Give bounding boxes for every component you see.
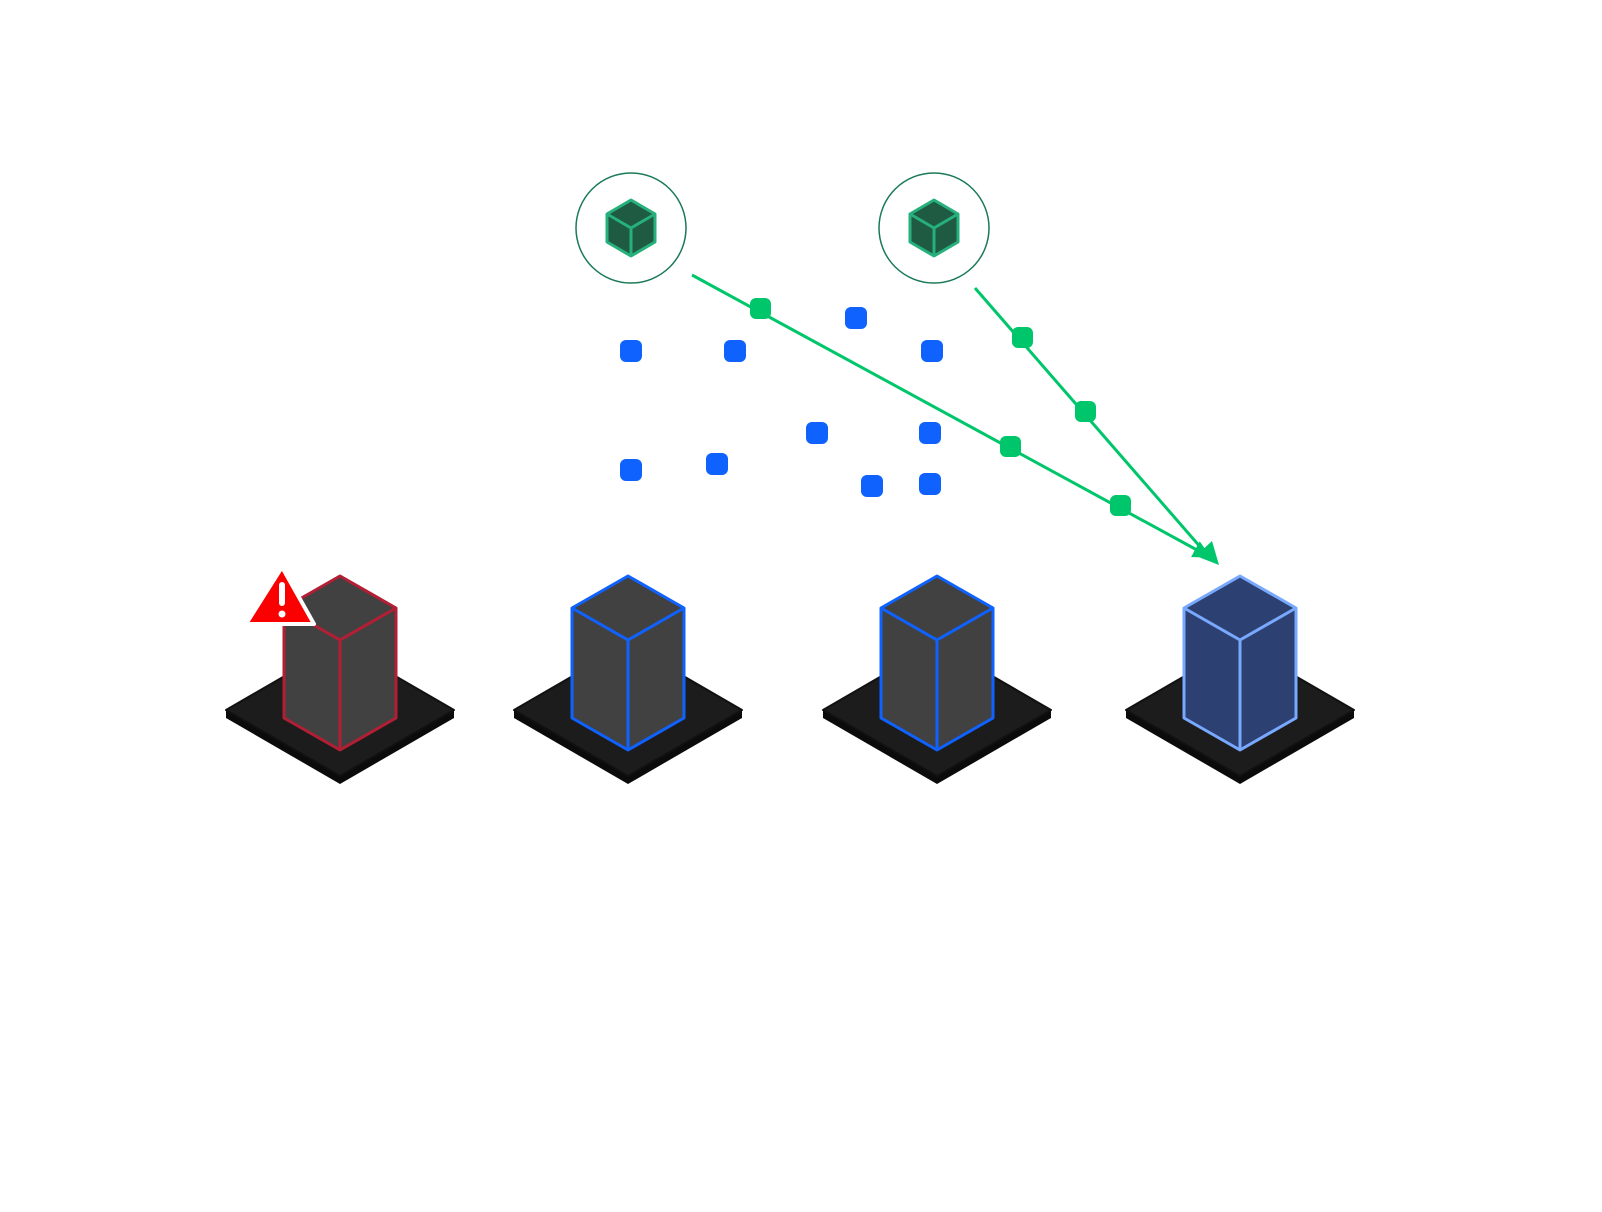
- packet: [706, 453, 728, 475]
- flow-packet: [750, 298, 771, 319]
- packet: [861, 475, 883, 497]
- packet: [919, 422, 941, 444]
- server-cube-icon: [879, 574, 995, 752]
- flow-1: [691, 273, 1212, 558]
- server-node-3: [822, 574, 1052, 784]
- package-cube-icon: [605, 198, 657, 258]
- flow-packet: [1000, 436, 1021, 457]
- flow-packet: [1075, 401, 1096, 422]
- package-cube-icon: [908, 198, 960, 258]
- warning-triangle-icon: [244, 565, 316, 626]
- server-node-2: [513, 574, 743, 784]
- packet: [919, 473, 941, 495]
- packet: [724, 340, 746, 362]
- flow-packet: [1110, 495, 1131, 516]
- server-node-4: [1125, 574, 1355, 784]
- packet: [620, 340, 642, 362]
- server-cube-icon: [1182, 574, 1298, 752]
- server-node-1: [225, 565, 455, 784]
- source-node-2: [878, 172, 990, 284]
- packet: [806, 422, 828, 444]
- packet: [620, 459, 642, 481]
- flow-2: [973, 287, 1211, 558]
- packet: [921, 340, 943, 362]
- source-node-1: [575, 172, 687, 284]
- flow-line: [691, 273, 1212, 558]
- server-cube-icon: [570, 574, 686, 752]
- flow-line: [973, 287, 1211, 558]
- flow-packet: [1012, 327, 1033, 348]
- scattered-packets: [620, 307, 943, 497]
- arrowhead-icon: [1196, 541, 1219, 565]
- packet: [845, 307, 867, 329]
